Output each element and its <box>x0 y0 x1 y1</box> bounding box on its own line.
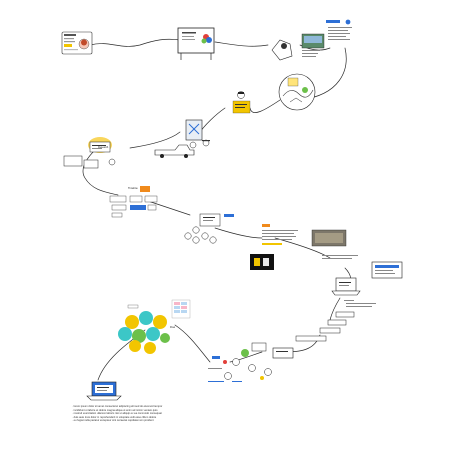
node-text-photo-block[interactable] <box>250 224 347 270</box>
node-photo-sketch[interactable] <box>271 33 325 61</box>
node-whiteboard-people[interactable] <box>185 119 210 149</box>
timeline-label: Timeline <box>128 186 138 190</box>
node-vehicle-sketch[interactable] <box>154 144 195 158</box>
node-presentation-board[interactable] <box>177 27 215 60</box>
left-node-label: Research <box>98 146 109 149</box>
note-line: · duis aute irure dolor in reprehenderit… <box>72 415 157 419</box>
node-yellow-sticky[interactable] <box>232 91 251 114</box>
note-line: · lorem ipsum dolor sit amet consectetur… <box>72 405 163 408</box>
node-left-cluster[interactable]: Research <box>63 137 116 169</box>
node-circles-cluster[interactable]: Flow <box>118 299 191 354</box>
note-line: · eu fugiat nulla pariatur excepteur sin… <box>72 419 154 423</box>
node-info-column[interactable] <box>326 19 352 40</box>
footer-notes: · lorem ipsum dolor sit amet consectetur… <box>72 405 190 423</box>
node-team-group[interactable] <box>184 213 234 244</box>
node-intro-card[interactable] <box>61 31 93 55</box>
node-laptop-screen[interactable] <box>322 255 403 296</box>
note-line: · nostrud exercitation ullamco laboris n… <box>72 412 162 416</box>
node-final-laptop[interactable] <box>86 381 122 401</box>
note-line: · incididunt ut labore et dolore magna a… <box>72 408 158 412</box>
flow-label: Flow <box>170 326 175 329</box>
node-step-boxes[interactable] <box>295 300 376 342</box>
node-scene-circle[interactable] <box>278 73 316 111</box>
node-bottom-scene[interactable] <box>208 342 294 382</box>
node-flow-boxes[interactable]: Timeline <box>109 186 158 218</box>
